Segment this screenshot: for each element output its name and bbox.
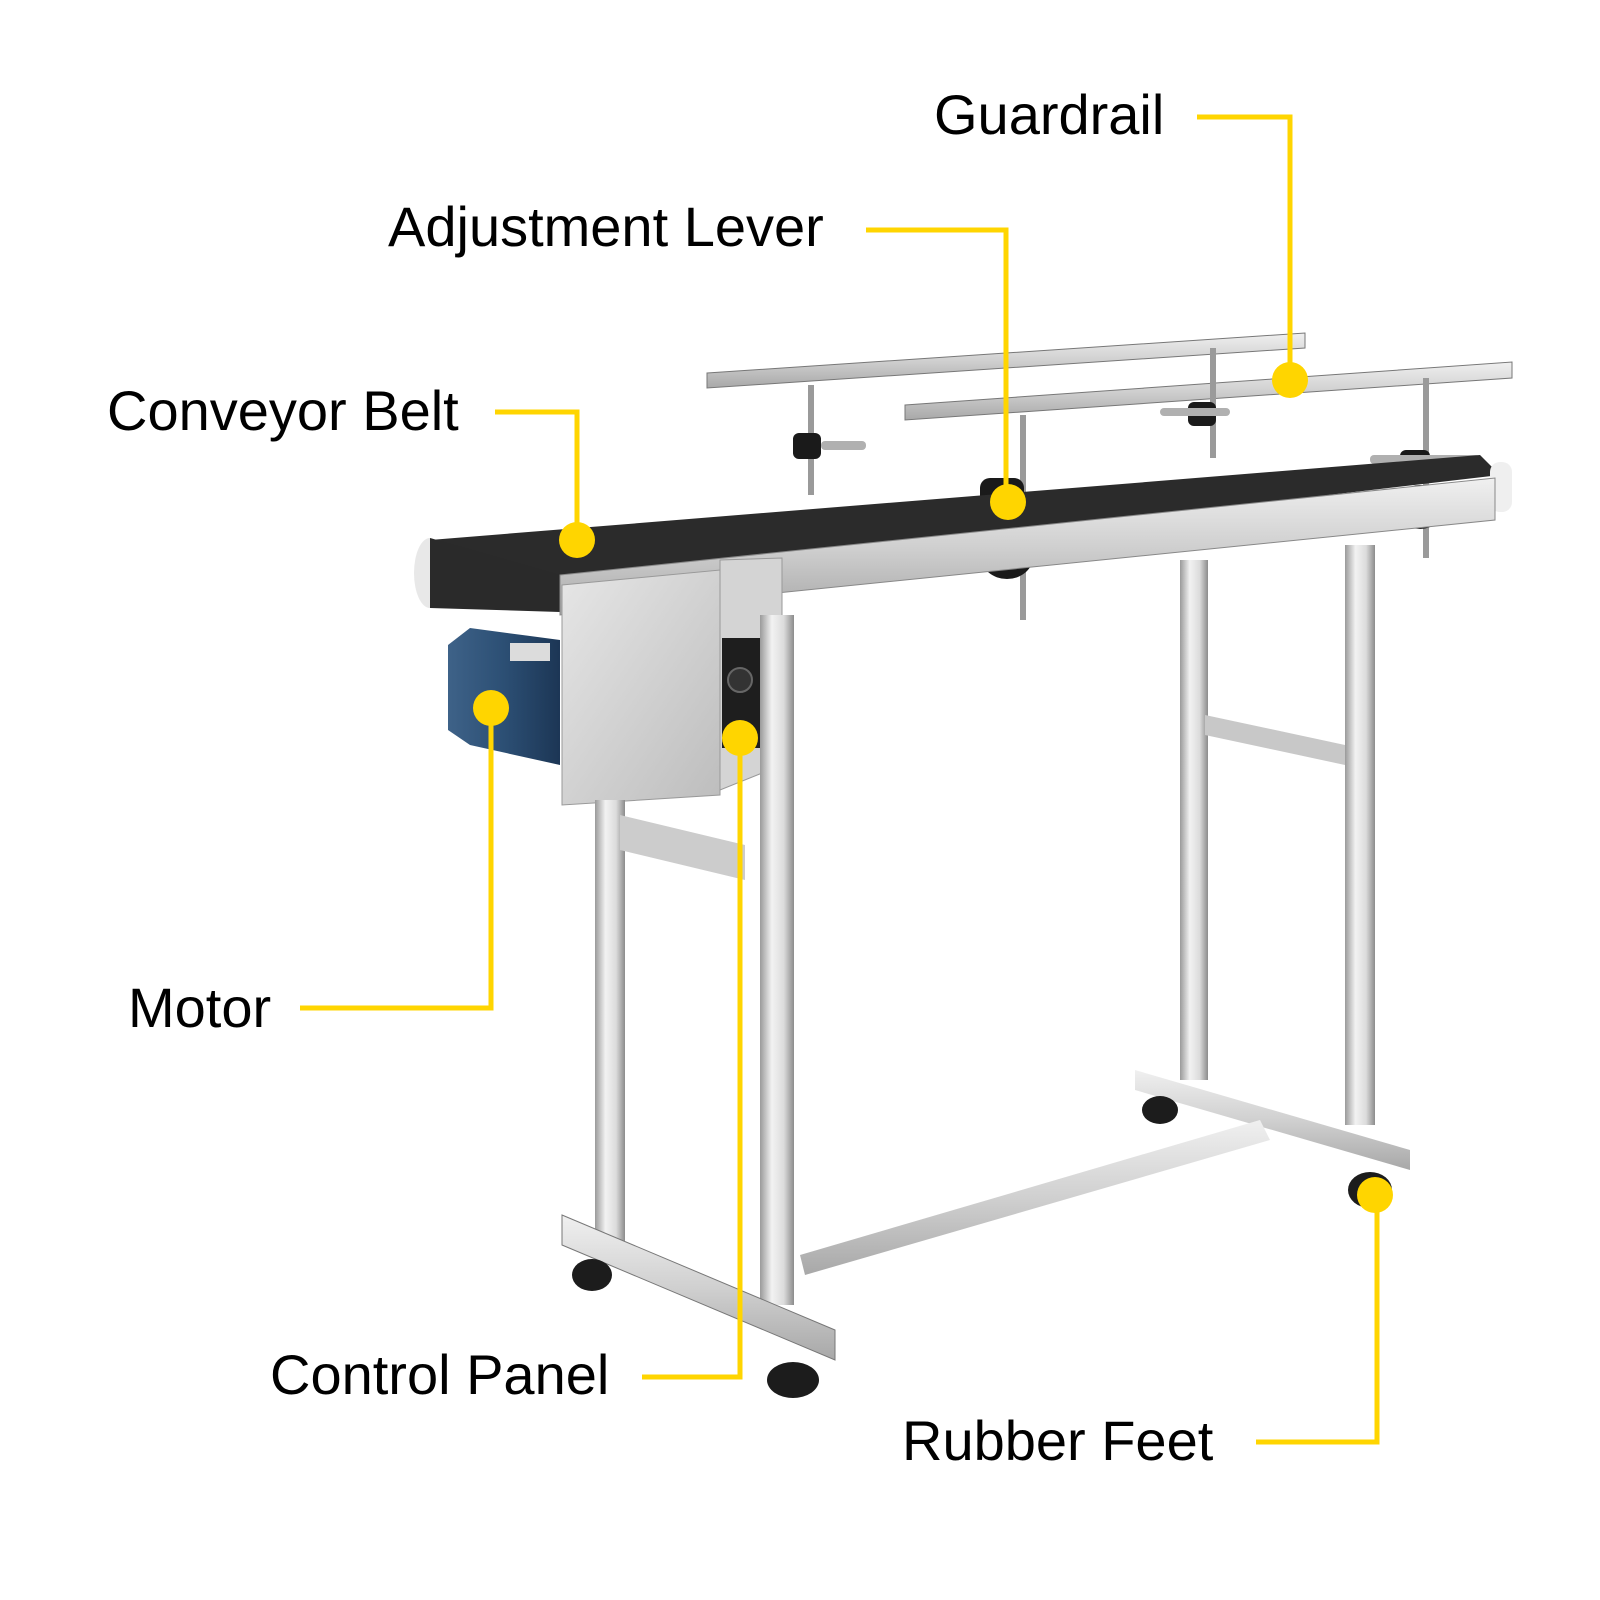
end-plate: [561, 569, 721, 806]
belt: [414, 455, 1512, 612]
back-frame: [800, 545, 1410, 1275]
label-rubber-feet: Rubber Feet: [902, 1409, 1214, 1472]
front-frame: [561, 615, 836, 1361]
callout-dots: [473, 362, 1393, 1213]
label-control-panel: Control Panel: [270, 1343, 610, 1406]
label-motor: Motor: [128, 976, 272, 1039]
callout-lines: [300, 114, 1380, 1445]
side-rail: [559, 477, 1496, 616]
rubber-feet: [572, 1096, 1392, 1398]
label-guardrail: Guardrail: [934, 83, 1165, 146]
label-adjustment-lever: Adjustment Lever: [388, 195, 824, 258]
speed-knob: [727, 667, 753, 693]
label-conveyor-belt: Conveyor Belt: [107, 379, 459, 442]
